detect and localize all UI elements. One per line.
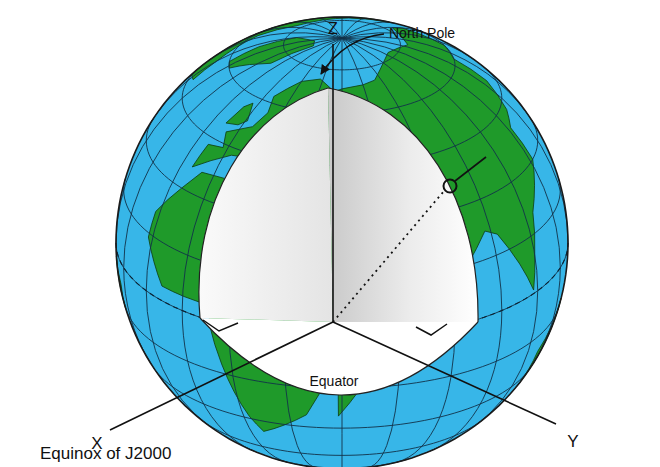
x-axis: [110, 322, 333, 430]
coordinate-axes: [110, 34, 556, 430]
z-axis: [332, 44, 334, 322]
location-marker: [444, 180, 457, 193]
cut-edge: [200, 318, 478, 395]
position-vector: [333, 191, 444, 322]
continent: [226, 103, 253, 125]
cut-edge: [328, 88, 478, 322]
ocean: [116, 17, 568, 467]
leader-arrow: [321, 34, 384, 74]
globe-outline: [116, 17, 568, 467]
octant-cutaway: [199, 88, 478, 395]
y-axis: [333, 322, 556, 424]
equatorial-cut-plane: [200, 318, 478, 395]
plane-label: Equator: [309, 373, 358, 389]
graticule: [116, 17, 568, 467]
direction-label: Equinox of J2000: [40, 444, 171, 464]
right-cut-wall: [328, 88, 478, 322]
left-cut-wall: [199, 88, 333, 322]
cut-edge: [199, 88, 328, 318]
right-angle-mark: [203, 320, 238, 331]
marker-line: [455, 157, 486, 181]
axis-label: Z: [328, 20, 338, 38]
right-angle-mark: [416, 324, 447, 335]
callout-label: North Pole: [389, 25, 455, 41]
axis-label: Y: [567, 432, 578, 452]
earth-globe: [116, 17, 568, 467]
